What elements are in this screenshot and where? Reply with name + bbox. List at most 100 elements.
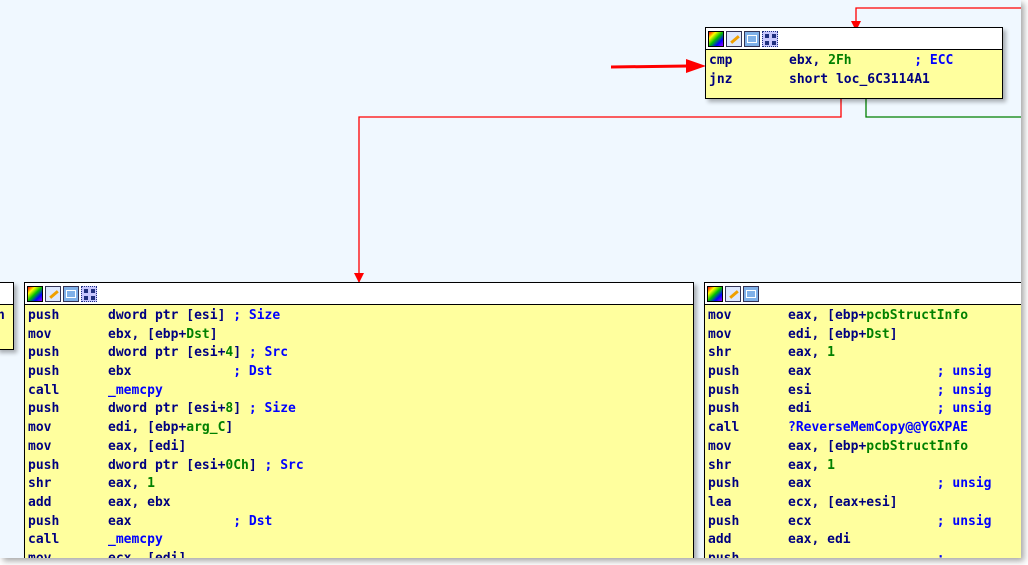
color-icon[interactable] [708,30,724,47]
annotation-arrow [610,59,706,73]
instruction-line[interactable]: call?ReverseMemCopy@@YGXPAE [708,419,1021,438]
mnemonic: lea [708,494,732,510]
comment-text: ; unsig [811,513,992,529]
operand-text: edi, [ebp+ [788,326,867,342]
mnemonic: shr [708,345,732,361]
operand-text: short loc_6C3114A1 [789,71,930,87]
left-stub-block[interactable]: h [0,282,14,350]
instruction-line[interactable]: mov edi, [ebp+arg_C] [28,419,693,438]
comment-text: ; unsig [811,476,992,492]
operand-text: eax, [788,345,828,361]
instruction-line[interactable]: h [0,307,13,326]
operand-text: dword ptr [esi+ [108,457,226,473]
mnemonic: shr [708,457,732,473]
mnemonic: call [28,532,60,548]
mnemonic: mov [28,420,52,436]
mnemonic: push [708,382,740,398]
operand-text: ecx, [edi] [108,551,186,558]
mnemonic: push [28,308,60,323]
name-reference: pcbStructInfo [866,438,969,454]
operand-text: eax, [108,476,148,492]
operand-text: eax, [edi] [108,438,187,454]
block-header [705,283,1021,305]
operand-text: ] [248,457,265,473]
edit-icon[interactable] [725,285,741,302]
operand-text: h [0,308,5,323]
fallthrough-edge [865,99,1021,118]
graph-view-icon[interactable] [744,30,760,47]
instruction-line[interactable]: push dword ptr [esi+0Ch] ; Src [28,457,693,476]
grid-icon[interactable] [81,285,97,302]
graph-view-icon[interactable] [743,285,759,302]
operand-text: ] [233,345,249,361]
operand-text: ecx [788,513,812,529]
instruction-line[interactable]: push ; [708,550,1021,558]
name-reference: arg_C [186,420,226,436]
operand-text: eax [788,364,812,380]
mnemonic: push [28,457,60,473]
mnemonic: push [28,345,60,361]
operand-text: eax, edi [788,532,851,548]
name-reference: pcbStructInfo [866,308,969,323]
operand-text: 1 [147,476,155,492]
instruction-line[interactable]: call_memcpy [28,531,693,550]
operand-text: edi [788,401,812,417]
comment-text: ; Dst [131,513,273,529]
mnemonic: push [708,401,740,417]
graph-view-icon[interactable] [63,285,79,302]
block-header [706,28,1002,50]
instruction-list: h [0,305,13,326]
color-icon[interactable] [27,285,43,302]
comment-text: ; Dst [131,364,273,380]
comment-text: ; Src [248,345,289,361]
edit-icon[interactable] [726,30,742,47]
mnemonic: call [708,420,740,436]
operand-text: 0Ch [225,457,249,473]
mnemonic: mov [708,308,732,323]
mnemonic: mov [708,326,732,342]
mnemonic: shr [28,476,52,492]
operand-text: 1 [827,457,835,473]
block-header [0,283,13,305]
comment-text: ; Size [233,308,281,323]
color-icon[interactable] [707,285,723,302]
grid-icon[interactable] [762,30,778,47]
instruction-line[interactable]: call_memcpy [28,382,693,401]
comment-text: ; ECC [851,53,954,68]
operand-text: ] [225,420,234,436]
instruction-line[interactable]: shr eax, 1 [28,475,693,494]
operand-text: edi, [ebp+ [108,420,187,436]
comment-text: ; Src [264,457,304,473]
operand-text: eax [788,476,812,492]
instruction-line[interactable]: movecx, [edi] [28,550,693,558]
mnemonic: mov [708,438,732,454]
edit-icon[interactable] [45,285,61,302]
